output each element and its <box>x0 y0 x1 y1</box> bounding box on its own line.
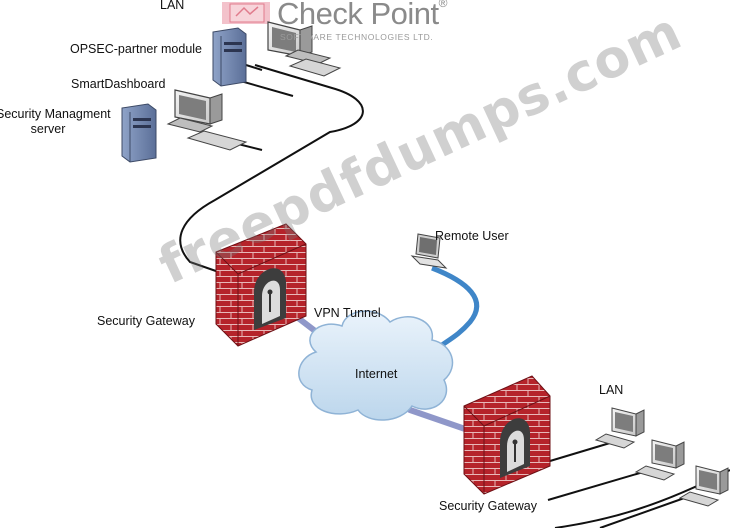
checkpoint-logo-icon <box>222 2 270 24</box>
label-security-gateway-right: Security Gateway <box>439 499 537 513</box>
lan-workstation-icon-bottom-2 <box>634 439 685 481</box>
logo-reg: ® <box>438 0 448 10</box>
smartdashboard-workstation-icon <box>166 89 248 151</box>
checkpoint-logo-text: Check Point® <box>277 0 448 32</box>
label-management-server-line2: server <box>30 122 66 136</box>
internet-cloud-icon <box>298 310 454 421</box>
label-remote-user: Remote User <box>435 229 509 243</box>
label-lan-bottom: LAN <box>599 383 624 397</box>
management-server-icon <box>121 103 157 163</box>
label-opsec-module: OPSEC-partner module <box>70 42 203 56</box>
remote-user-link <box>431 265 480 350</box>
label-vpn-tunnel: VPN Tunnel <box>314 306 381 320</box>
remote-user-laptop-icon <box>410 233 448 269</box>
checkpoint-logo-subtitle: SOFTWARE TECHNOLOGIES LTD. <box>280 32 434 42</box>
label-smartdashboard: SmartDashboard <box>71 77 166 91</box>
label-management-server-line1: Security Managment <box>0 107 111 121</box>
logo-name: Check Point <box>277 0 439 31</box>
lan-workstation-icon-top <box>267 21 342 77</box>
opsec-server-icon <box>212 27 247 87</box>
firewall-gateway-right-icon <box>463 375 551 495</box>
label-security-gateway-left: Security Gateway <box>97 314 195 328</box>
label-management-server: Security Managment server <box>0 107 111 137</box>
firewall-gateway-left-icon <box>215 223 307 347</box>
lan-workstation-icon-bottom-1 <box>594 407 645 449</box>
lan-workstation-icon-bottom-3 <box>678 465 729 507</box>
label-internet: Internet <box>355 367 398 381</box>
label-lan-top: LAN <box>160 0 185 12</box>
